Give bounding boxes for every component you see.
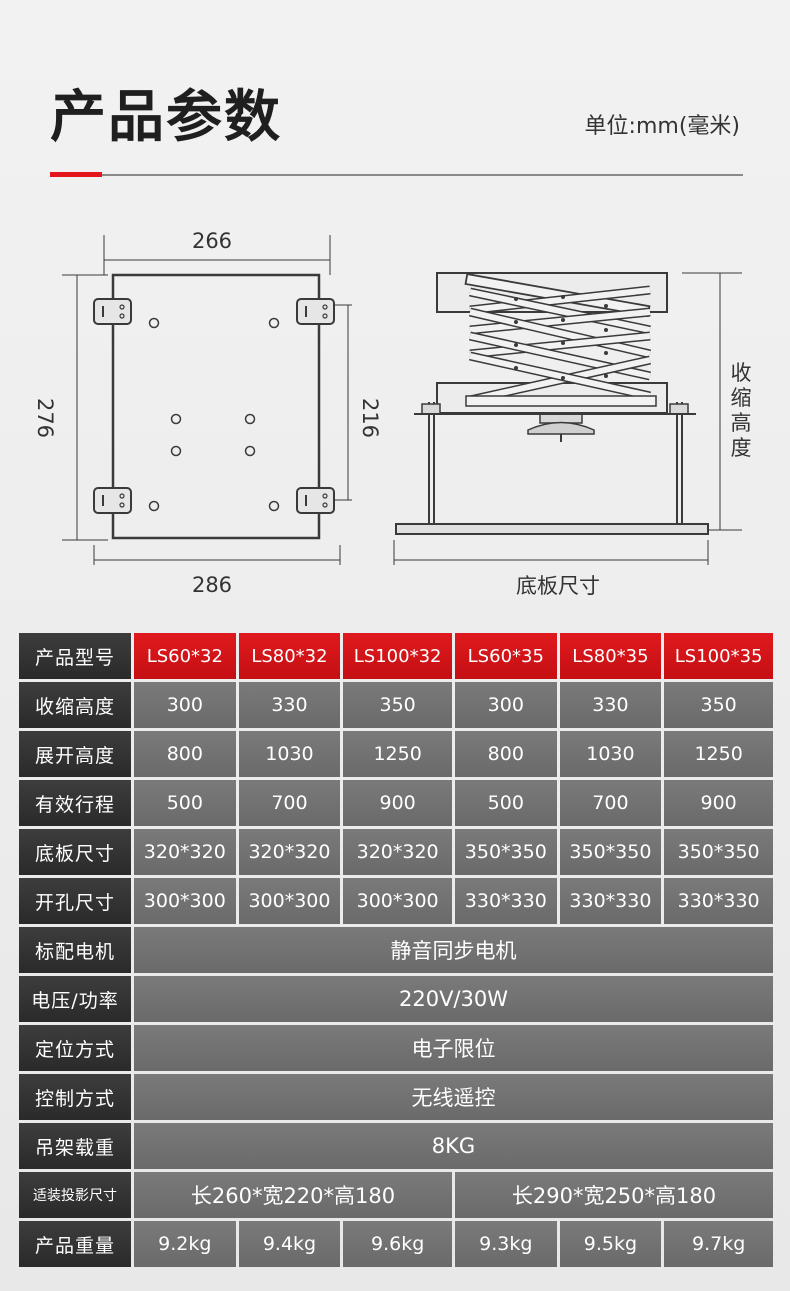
unit-label: 单位:mm(毫米) (584, 114, 740, 139)
dim-bottom-width: 286 (192, 573, 232, 597)
table-row-voltage: 电压/功率 220V/30W (19, 976, 773, 1022)
table-cell: 500 (454, 780, 557, 826)
row-label-hole: 开孔尺寸 (19, 878, 131, 924)
table-cell: 800 (454, 731, 557, 777)
table-cell: 900 (343, 780, 452, 826)
model-cell: LS60*35 (454, 633, 557, 679)
table-cell: 330*330 (454, 878, 557, 924)
table-row-projector: 适装投影尺寸 长260*宽220*高180 长290*宽250*高180 (19, 1172, 773, 1218)
table-cell: 无线遥控 (134, 1074, 773, 1120)
row-label-base: 底板尺寸 (19, 829, 131, 875)
table-cell: 1030 (238, 731, 341, 777)
table-cell: 电子限位 (134, 1025, 773, 1071)
table-row-weight: 产品重量 9.2kg 9.4kg 9.6kg 9.3kg 9.5kg 9.7kg (19, 1221, 773, 1267)
table-row-hole: 开孔尺寸 300*300 300*300 300*300 330*330 330… (19, 878, 773, 924)
row-label-retract: 收缩高度 (19, 682, 131, 728)
model-cell: LS80*32 (238, 633, 341, 679)
row-label-position: 定位方式 (19, 1025, 131, 1071)
table-cell: 9.3kg (454, 1221, 557, 1267)
base-plate-top-view (62, 235, 352, 565)
table-cell: 700 (238, 780, 341, 826)
table-cell: 300*300 (238, 878, 341, 924)
table-cell: 330*330 (559, 878, 662, 924)
model-cell: LS60*32 (134, 633, 236, 679)
table-cell: 9.4kg (238, 1221, 341, 1267)
row-label-stroke: 有效行程 (19, 780, 131, 826)
table-cell: 350*350 (664, 829, 773, 875)
table-cell: 700 (559, 780, 662, 826)
row-label-weight: 产品重量 (19, 1221, 131, 1267)
table-cell: 长260*宽220*高180 (134, 1172, 452, 1218)
table-cell: 1030 (559, 731, 662, 777)
scissor-lift-side-view (393, 272, 742, 565)
spec-table: 产品型号 LS60*32 LS80*32 LS100*32 LS60*35 LS… (16, 630, 776, 1270)
table-row-load: 吊架载重 8KG (19, 1123, 773, 1169)
row-label-control: 控制方式 (19, 1074, 131, 1120)
row-label-extend: 展开高度 (19, 731, 131, 777)
table-cell: 320*320 (343, 829, 452, 875)
retract-height-label-4: 度 (731, 436, 752, 460)
table-cell: 300*300 (134, 878, 236, 924)
model-cell: LS80*35 (559, 633, 662, 679)
model-cell: LS100*32 (343, 633, 452, 679)
table-cell: 330*330 (664, 878, 773, 924)
row-label-projector: 适装投影尺寸 (19, 1172, 131, 1218)
table-cell: 1250 (343, 731, 452, 777)
table-cell: 900 (664, 780, 773, 826)
table-cell: 9.2kg (134, 1221, 236, 1267)
table-cell: 320*320 (134, 829, 236, 875)
table-row-position: 定位方式 电子限位 (19, 1025, 773, 1071)
page-title: 产品参数 (50, 85, 282, 150)
table-row-control: 控制方式 无线遥控 (19, 1074, 773, 1120)
retract-height-label-1: 收 (731, 361, 752, 385)
table-cell: 350*350 (454, 829, 557, 875)
table-cell: 330 (559, 682, 662, 728)
table-cell: 8KG (134, 1123, 773, 1169)
table-cell: 300 (454, 682, 557, 728)
row-label-voltage: 电压/功率 (19, 976, 131, 1022)
table-cell: 800 (134, 731, 236, 777)
retract-height-label-2: 缩 (731, 386, 752, 410)
table-cell: 500 (134, 780, 236, 826)
row-label-motor: 标配电机 (19, 927, 131, 973)
row-label-model: 产品型号 (19, 633, 131, 679)
table-cell: 长290*宽250*高180 (454, 1172, 773, 1218)
model-cell: LS100*35 (664, 633, 773, 679)
dim-top-width: 266 (192, 229, 232, 253)
table-row-base: 底板尺寸 320*320 320*320 320*320 350*350 350… (19, 829, 773, 875)
base-plate-size-label: 底板尺寸 (516, 574, 600, 598)
retract-height-label-3: 高 (731, 411, 752, 435)
table-row-retract: 收缩高度 300 330 350 300 330 350 (19, 682, 773, 728)
dim-left-height: 276 (33, 398, 57, 438)
title-divider-accent (50, 172, 102, 177)
table-cell: 1250 (664, 731, 773, 777)
table-cell: 350 (343, 682, 452, 728)
title-divider (50, 174, 743, 176)
table-cell: 350 (664, 682, 773, 728)
table-cell: 220V/30W (134, 976, 773, 1022)
table-cell: 9.5kg (559, 1221, 662, 1267)
table-cell: 静音同步电机 (134, 927, 773, 973)
table-cell: 300 (134, 682, 236, 728)
table-row-stroke: 有效行程 500 700 900 500 700 900 (19, 780, 773, 826)
dimension-diagram: 266 286 276 216 收 缩 高 度 底板尺寸 (33, 229, 752, 598)
table-cell: 330 (238, 682, 341, 728)
table-cell: 9.7kg (664, 1221, 773, 1267)
row-label-load: 吊架载重 (19, 1123, 131, 1169)
table-row-model: 产品型号 LS60*32 LS80*32 LS100*32 LS60*35 LS… (19, 633, 773, 679)
dim-right-height: 216 (358, 398, 382, 438)
table-row-extend: 展开高度 800 1030 1250 800 1030 1250 (19, 731, 773, 777)
table-cell: 350*350 (559, 829, 662, 875)
table-row-motor: 标配电机 静音同步电机 (19, 927, 773, 973)
table-cell: 9.6kg (343, 1221, 452, 1267)
table-cell: 320*320 (238, 829, 341, 875)
table-cell: 300*300 (343, 878, 452, 924)
